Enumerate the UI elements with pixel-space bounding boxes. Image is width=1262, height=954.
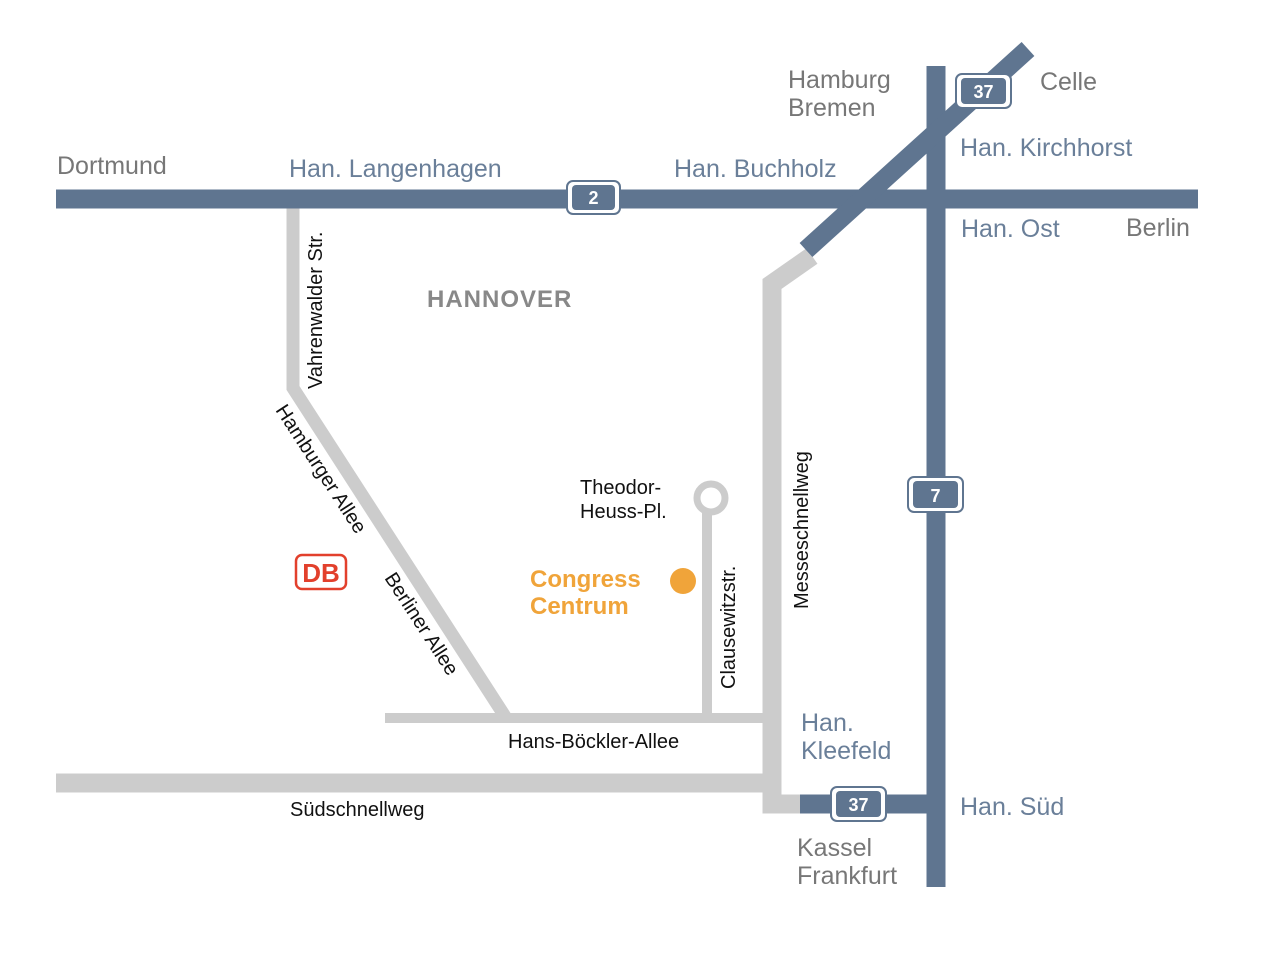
city-frankfurt: Frankfurt bbox=[797, 862, 897, 890]
messeschnellweg-road bbox=[762, 248, 818, 814]
venue-label-line2: Centrum bbox=[530, 593, 629, 620]
roundabout-marker bbox=[693, 480, 729, 516]
db-logo-text: DB bbox=[302, 558, 340, 588]
city-berlin: Berlin bbox=[1126, 214, 1190, 242]
street-clausewitz: Clausewitzstr. bbox=[718, 566, 740, 689]
a37-south-shield: 37 bbox=[830, 786, 887, 822]
district-label: HANNOVER bbox=[427, 286, 572, 313]
street-vahrenwalder: Vahrenwalder Str. bbox=[305, 232, 327, 390]
vahrenwalder-hamburger-allee-road bbox=[286, 204, 512, 722]
a37-south-shield-number: 37 bbox=[848, 795, 868, 815]
city-celle: Celle bbox=[1040, 68, 1097, 96]
exit-kleefeld-line2: Kleefeld bbox=[801, 737, 891, 765]
exit-buchholz: Han. Buchholz bbox=[674, 155, 837, 183]
motorway-layer bbox=[56, 41, 1198, 887]
place-theodor-line1: Theodor- bbox=[580, 477, 661, 499]
city-bremen: Bremen bbox=[788, 94, 876, 122]
a2-shield-number: 2 bbox=[588, 188, 598, 208]
congress-centrum-marker bbox=[670, 568, 696, 594]
street-suedschnellweg: Südschnellweg bbox=[290, 799, 425, 821]
exit-sued: Han. Süd bbox=[960, 793, 1064, 821]
city-hamburg: Hamburg bbox=[788, 66, 891, 94]
street-messeschnellweg: Messeschnellweg bbox=[791, 451, 813, 609]
street-hans-boeckler: Hans-Böckler-Allee bbox=[508, 731, 679, 753]
a2-shield: 2 bbox=[566, 180, 621, 215]
db-station-logo: DB bbox=[294, 553, 348, 591]
city-dortmund: Dortmund bbox=[57, 152, 167, 180]
a7-shield-number: 7 bbox=[930, 486, 940, 506]
a37-north-shield: 37 bbox=[955, 73, 1012, 109]
exit-kleefeld-line1: Han. bbox=[801, 709, 854, 737]
a7-shield: 7 bbox=[907, 476, 964, 513]
exit-ost: Han. Ost bbox=[961, 215, 1060, 243]
exit-langenhagen: Han. Langenhagen bbox=[289, 155, 502, 183]
a37-north-shield-number: 37 bbox=[973, 82, 993, 102]
city-kassel: Kassel bbox=[797, 834, 872, 862]
streets-layer bbox=[56, 204, 818, 814]
exit-kirchhorst: Han. Kirchhorst bbox=[960, 134, 1132, 162]
venue-label-line1: Congress bbox=[530, 566, 641, 593]
place-theodor-line2: Heuss-Pl. bbox=[580, 501, 667, 523]
